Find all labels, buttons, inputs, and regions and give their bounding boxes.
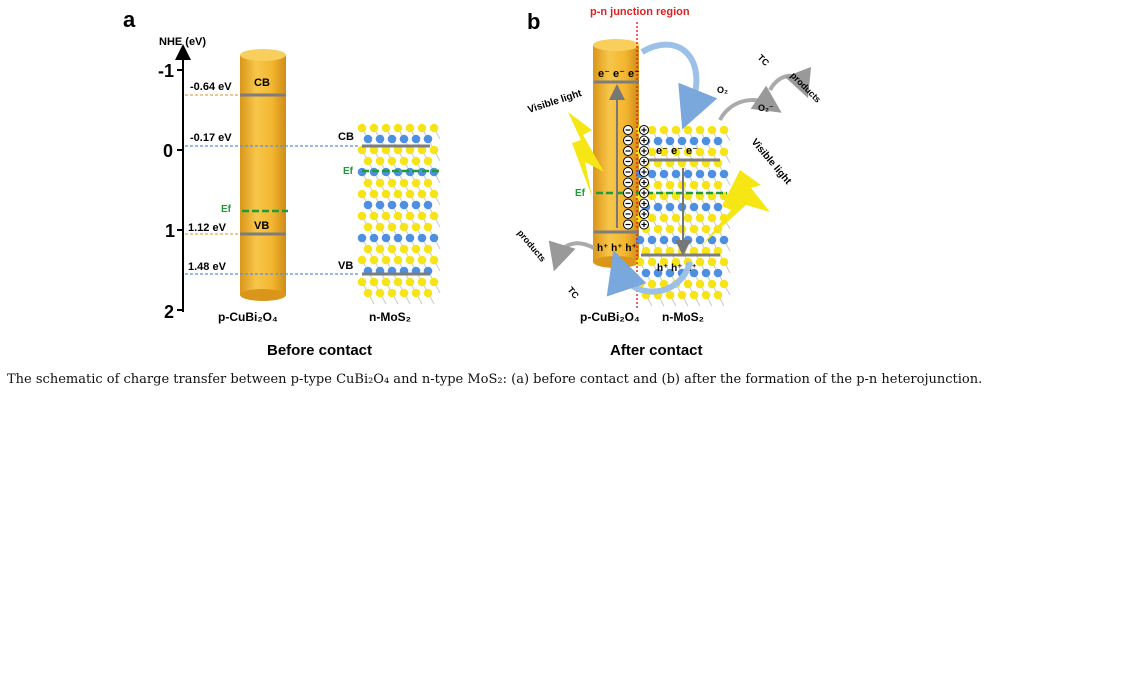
tick-label: 1 [165,221,175,241]
holes-right: h⁺ h⁺ h⁺ [657,263,697,274]
material-label-left: p-CuBi₂O₄ [580,310,640,324]
fermi-label: Ef [575,188,586,199]
material-label-right: n-MoS₂ [369,310,411,324]
level-label: 1.12 eV [188,222,227,234]
junction-label: p-n junction region [590,6,690,18]
panel-b-letter: b [527,9,540,34]
lightning-bolt-icon [702,170,770,245]
space-charge-layer [623,125,649,230]
tick-label: -1 [158,61,174,81]
panel-b-subtitle: After contact [610,342,703,359]
electron-flow-arrow [640,41,718,130]
panel-a-subtitle: Before contact [267,342,372,359]
figure-canvas: a NHE (eV) -1 0 1 2 -0.64 eV -0.17 eV 1.… [123,6,823,359]
visible-light-label: Visible light [527,88,584,116]
products-label: products [789,70,823,104]
vb-label: VB [254,220,269,232]
electrons-left: e⁻ e⁻ e⁻ [598,68,640,80]
level-label: -0.17 eV [190,132,232,144]
oxygen-label: O₂ [717,85,728,95]
products-label: products [515,228,547,264]
fermi-label: Ef [221,204,232,215]
level-label: -0.64 eV [190,81,232,93]
energy-axis-title: NHE (eV) [159,36,206,48]
lightning-bolt-icon [568,112,604,197]
tick-label: 0 [163,141,173,161]
mos2-lattice [357,123,441,305]
material-label-left: p-CuBi₂O₄ [218,310,278,324]
tc-label: TC [565,285,581,301]
cb-label: CB [338,131,354,143]
level-label: 1.48 eV [188,261,227,273]
figure-caption: The schematic of charge transfer between… [7,372,983,387]
tick-label: 2 [164,302,174,322]
material-label-right: n-MoS₂ [662,310,704,324]
holes-left: h⁺ h⁺ h⁺ [597,243,637,254]
fermi-label: Ef [343,166,354,177]
tc-label: TC [756,52,772,68]
panel-a-letter: a [123,7,136,32]
vb-label: VB [338,260,353,272]
superoxide-label: O₂⁻ [758,103,774,113]
hole-flow-arrow [606,250,693,297]
reduction-arrow [718,85,782,122]
degradation-arrow [768,66,812,99]
oxidation-arrow [548,240,595,272]
panel-a: a NHE (eV) -1 0 1 2 -0.64 eV -0.17 eV 1.… [123,7,441,359]
cb-label: CB [254,77,270,89]
panel-b: b p-n junction region Ef e⁻ e⁻ e⁻ e⁻ e⁻ … [515,6,822,359]
electrons-right: e⁻ e⁻ e⁻ [656,145,698,157]
visible-light-label: Visible light [749,137,794,187]
